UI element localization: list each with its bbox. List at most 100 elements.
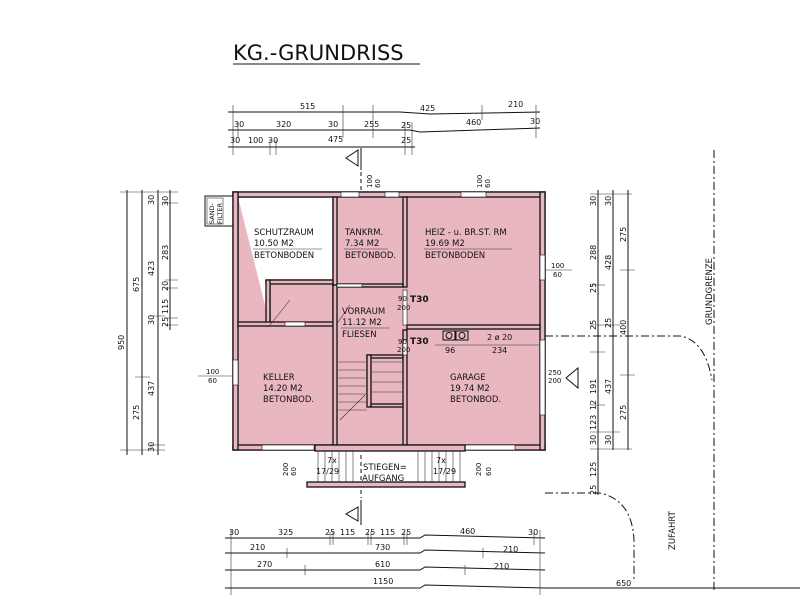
dim-label: 30 <box>147 315 156 325</box>
room-name: KELLER <box>263 373 295 383</box>
dim-label: 30 <box>230 136 240 145</box>
dim-label: 475 <box>328 135 343 144</box>
opening-labels: 100 60 100 60 100 60 100 60 250 200 200 … <box>198 175 579 476</box>
sand-filter-label: FILTER <box>216 203 224 224</box>
dim-label: 30 <box>604 435 613 445</box>
section-marker-bottom <box>345 455 362 525</box>
room-area: 14.20 M2 <box>263 384 303 394</box>
room-name: SCHUTZRAUM <box>254 228 314 238</box>
door-vorraum-garage: 90 200 T30 <box>397 337 429 354</box>
dim-label: 250 <box>548 369 561 377</box>
property-boundary: GRUNDGRENZE ZUFAHRT <box>545 150 715 590</box>
dim-label: 100 <box>366 175 374 188</box>
dim-label: 423 <box>147 261 156 276</box>
dim-label: 100 <box>206 368 219 376</box>
room-floor: BETONBOD. <box>345 251 396 261</box>
dim-label: 123 <box>589 415 598 430</box>
sand-filter: SAND- FILTER <box>204 195 234 227</box>
dim-label: 115 <box>161 299 170 314</box>
dimension-chain-top: 515 425 210 30 320 30 255 25 460 30 30 1… <box>228 100 540 155</box>
room-tankraum: TANKRM. 7.34 M2 BETONBOD. <box>344 228 396 261</box>
interior-stair <box>269 299 403 421</box>
dim-label: 283 <box>161 245 170 260</box>
dim-label: 60 <box>290 467 298 476</box>
dim-label: 7x <box>436 456 446 465</box>
dim-label: 275 <box>619 405 628 420</box>
dim-label: 60 <box>484 179 492 188</box>
dimension-chain-left: 950 675 275 30 423 30 437 30 30 283 20 1… <box>117 190 178 455</box>
exterior-stair: 7x 17/29 7x 17/29 STIEGEN= AUFGANG <box>306 444 466 488</box>
stair-label: STIEGEN= <box>363 463 407 473</box>
dim-label: 325 <box>278 528 293 537</box>
dim-label: 460 <box>466 118 481 127</box>
dim-label: 425 <box>420 104 435 113</box>
room-area: 10.50 M2 <box>254 239 294 249</box>
dim-label: 270 <box>257 560 272 569</box>
room-name: TANKRM. <box>344 228 383 238</box>
dim-label: 675 <box>132 277 141 292</box>
plan-title: KG.-GRUNDRISS <box>233 41 404 65</box>
dim-label: 30 <box>268 136 278 145</box>
dim-label: 60 <box>208 377 217 385</box>
dim-label: 191 <box>589 379 598 394</box>
dim-label: 60 <box>553 271 562 279</box>
dim-label: 7x <box>327 456 337 465</box>
dim-label: 255 <box>364 120 379 129</box>
dim-label: 25 <box>325 528 335 537</box>
dim-label: 234 <box>492 346 507 355</box>
room-name: HEIZ - u. BR.ST. RM <box>425 228 507 238</box>
dim-label: 428 <box>604 255 613 270</box>
dim-label: 288 <box>589 245 598 260</box>
dim-label: 610 <box>375 560 390 569</box>
dim-label: 100 <box>248 136 263 145</box>
room-floor: FLIESEN <box>342 330 377 340</box>
room-garage: GARAGE 19.74 M2 BETONBOD. <box>450 373 501 405</box>
room-name: VORRAUM <box>342 307 385 317</box>
dim-label: 275 <box>132 405 141 420</box>
dim-label: 25 <box>401 136 411 145</box>
dim-label: 20 <box>161 281 170 291</box>
dim-label: 25 <box>589 485 598 495</box>
dim-label: 25 <box>365 528 375 537</box>
dim-label: 100 <box>476 175 484 188</box>
room-heizraum: HEIZ - u. BR.ST. RM 19.69 M2 BETONBODEN <box>424 228 512 261</box>
dim-label: 1150 <box>373 577 393 586</box>
dim-label: 30 <box>328 120 338 129</box>
dim-label: 25 <box>401 528 411 537</box>
room-name: GARAGE <box>450 373 486 383</box>
dim-label: 515 <box>300 102 315 111</box>
dim-label: 730 <box>375 543 390 552</box>
dim-label: 30 <box>589 196 598 206</box>
pipes-label: 2 ø 20 <box>487 333 512 342</box>
dim-label: 210 <box>250 543 265 552</box>
dim-label: 25 <box>604 318 613 328</box>
room-floor: BETONBOD. <box>263 395 314 405</box>
room-floor: BETONBODEN <box>254 251 314 261</box>
dim-label: 30 <box>604 196 613 206</box>
stair-label: AUFGANG <box>362 474 404 484</box>
dim-label: 30 <box>530 117 540 126</box>
dim-label: T30 <box>410 295 429 305</box>
dim-label: 200 <box>397 346 410 354</box>
dim-label: 30 <box>161 196 170 206</box>
dim-label: 30 <box>229 528 239 537</box>
dim-label: 100 <box>551 262 564 270</box>
grundgrenze-label: GRUNDGRENZE <box>705 258 715 325</box>
dim-label: 437 <box>147 381 156 396</box>
dim-label: 125 <box>589 462 598 477</box>
dim-label: 650 <box>616 579 631 588</box>
dim-label: 30 <box>528 528 538 537</box>
dim-label: 200 <box>475 463 483 476</box>
dim-label: 437 <box>604 379 613 394</box>
dim-label: 30 <box>147 195 156 205</box>
dim-label: 60 <box>485 467 493 476</box>
window-openings <box>232 191 546 451</box>
dim-label: 200 <box>282 463 290 476</box>
dim-label: 200 <box>397 304 410 312</box>
dim-label: 460 <box>460 527 475 536</box>
dim-label: 90 <box>398 338 407 346</box>
room-area: 11.12 M2 <box>342 318 382 328</box>
room-area: 19.74 M2 <box>450 384 490 394</box>
dim-label: 320 <box>276 120 291 129</box>
room-keller: KELLER 14.20 M2 BETONBOD. <box>263 373 314 405</box>
